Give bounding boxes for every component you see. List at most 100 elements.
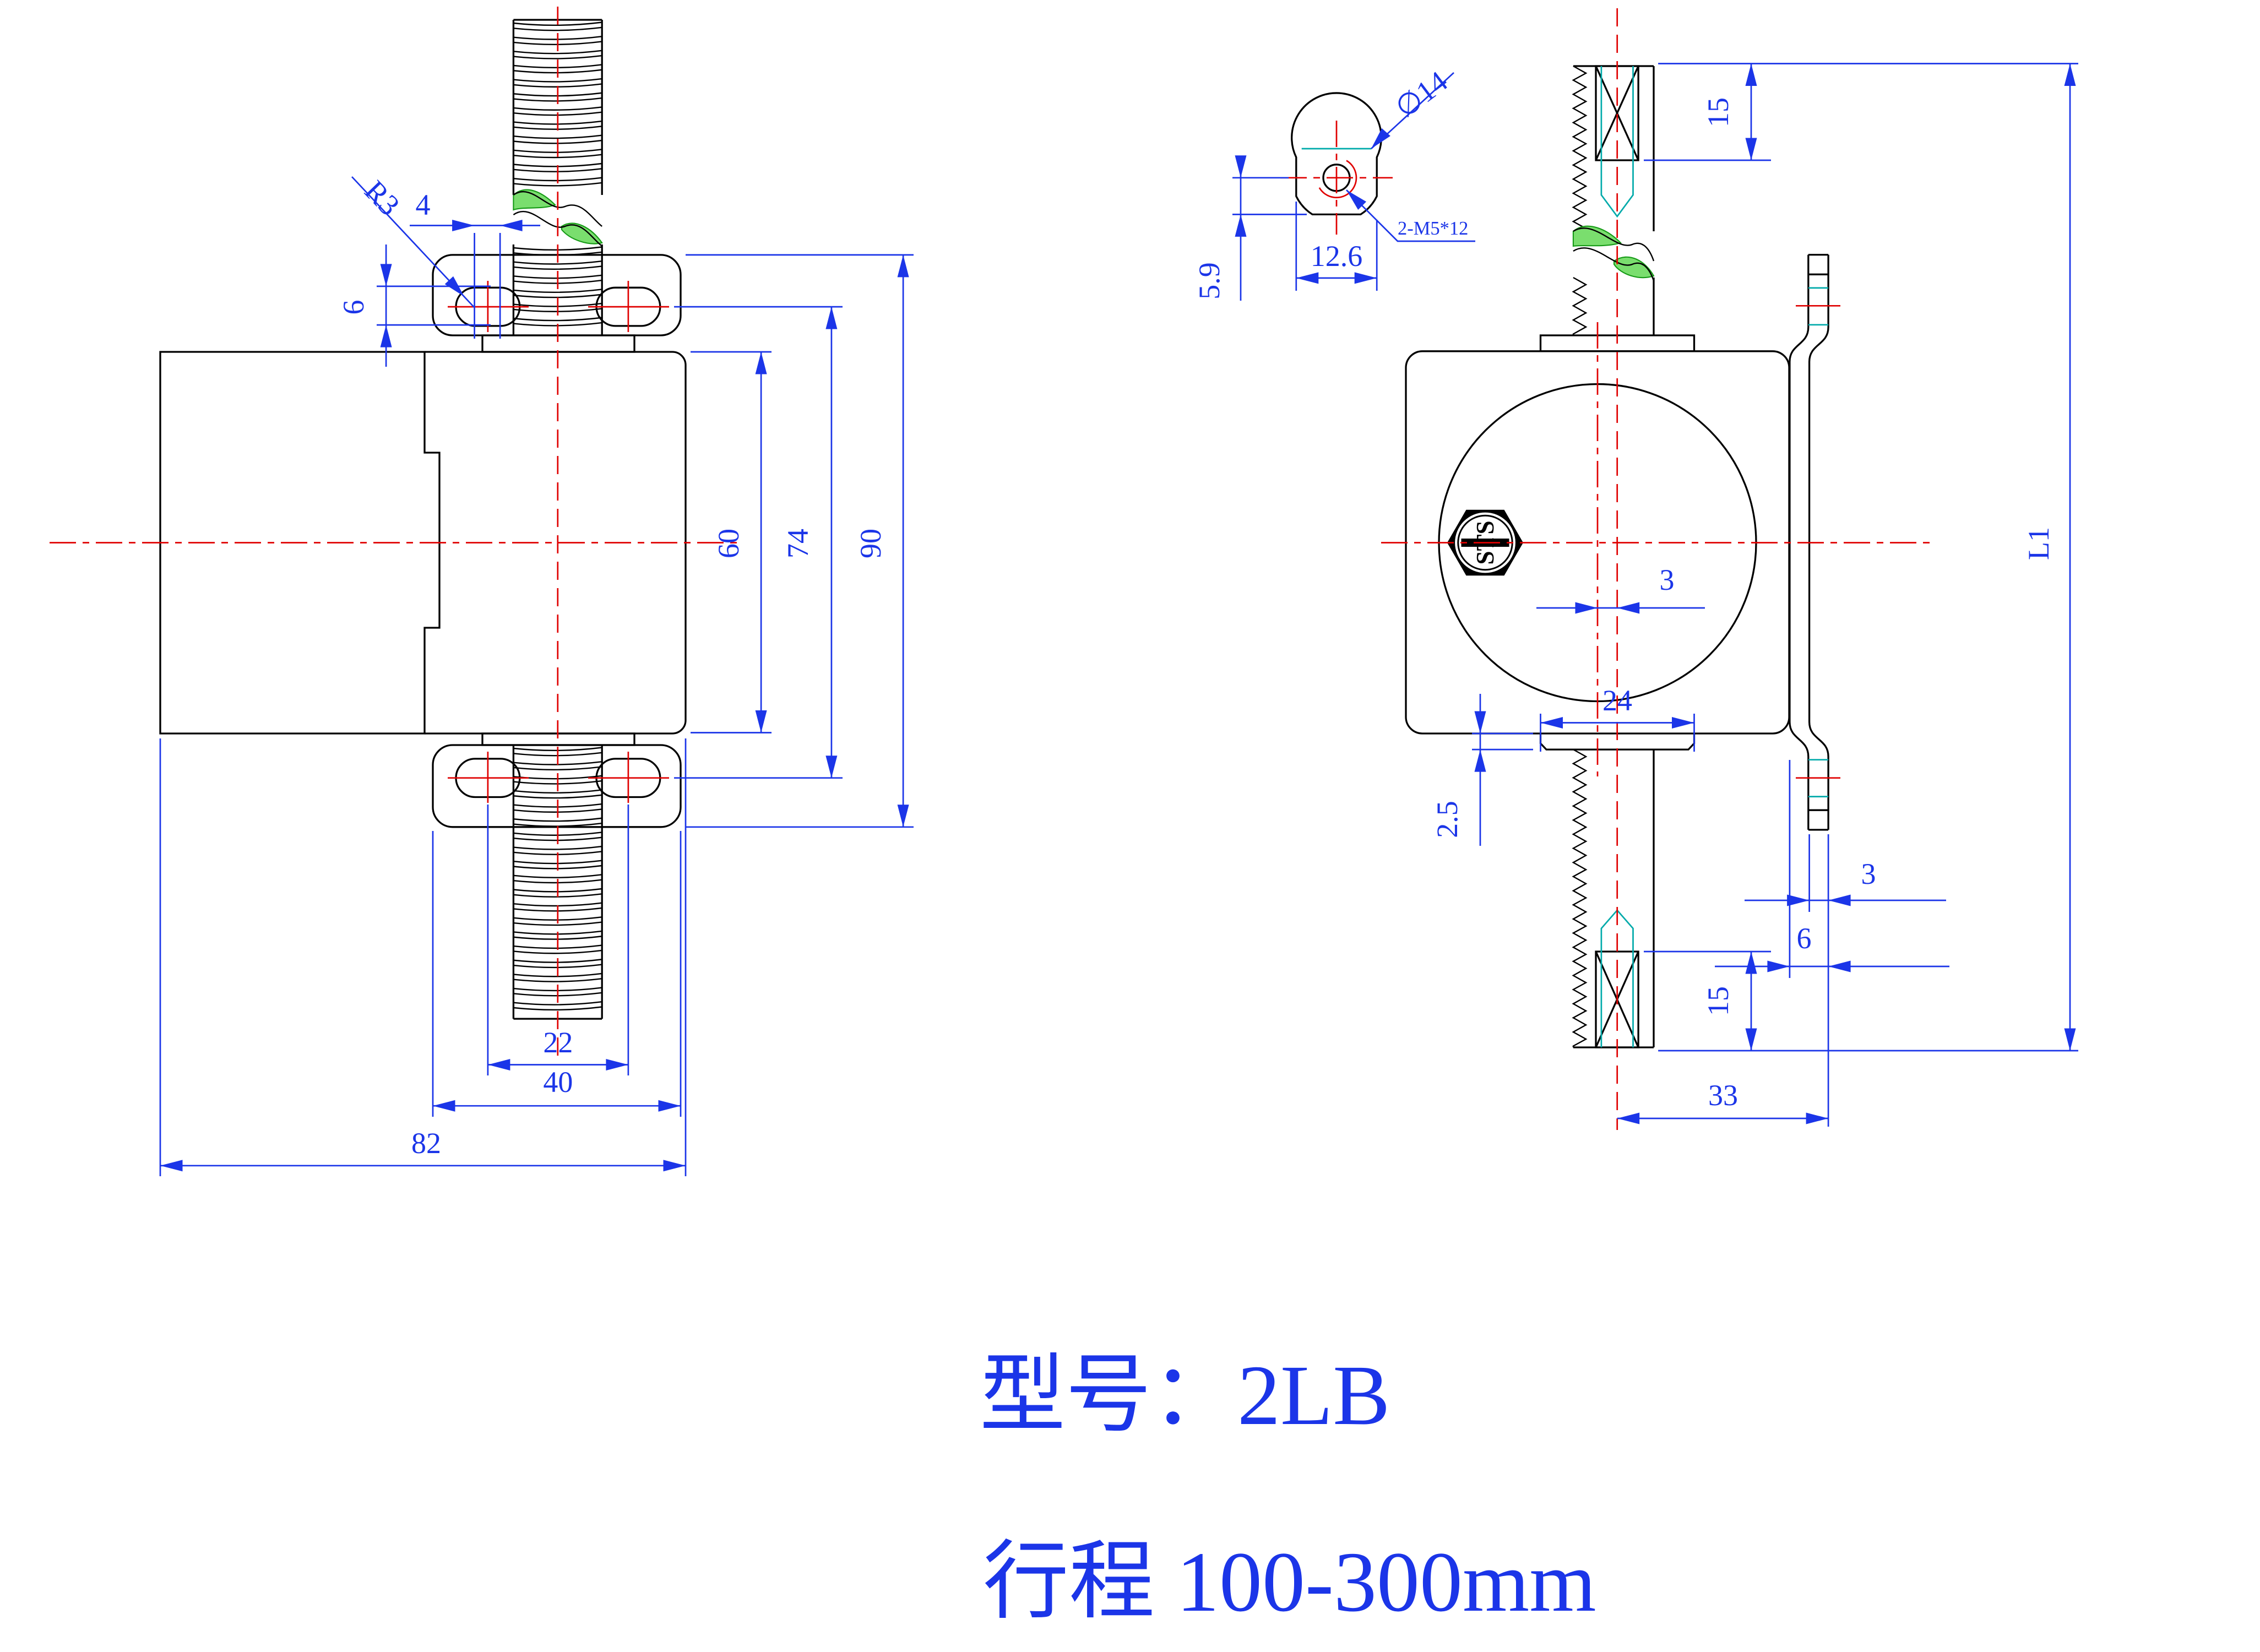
dimension-arrow	[1474, 749, 1486, 772]
dim-40-label: 40	[543, 1066, 573, 1099]
dimension-arrow	[755, 710, 767, 733]
side-centerlines	[1381, 8, 1933, 1130]
side-break-symbol	[1572, 225, 1655, 281]
dimension-arrow	[452, 220, 475, 231]
dim-5-9-label: 5.9	[1193, 262, 1226, 300]
dim-dia14-label: ∅14	[1389, 64, 1454, 124]
bracket-slot-bottom	[1808, 759, 1829, 797]
dim-15-top-label: 15	[1702, 97, 1735, 127]
dim-15-bottom: 15	[1644, 950, 1771, 1051]
dimension-arrow	[433, 1100, 455, 1112]
dim-3-offset-label: 3	[1660, 563, 1675, 596]
screw-end-outline	[1291, 92, 1382, 216]
dimension-arrow	[1828, 894, 1851, 906]
break-leaf	[561, 222, 603, 244]
dim-l1: L1	[1658, 63, 2078, 1052]
dim-33: 33	[1617, 978, 1829, 1127]
thread-zigzag	[1572, 276, 1588, 335]
front-break-symbol	[513, 189, 603, 247]
dim-6-bracket-label: 6	[1797, 922, 1812, 955]
dim-6-label: 6	[337, 300, 370, 315]
dimension-arrow	[1745, 1028, 1757, 1051]
dimension-arrow	[1354, 272, 1377, 284]
thread-zigzag	[1572, 749, 1588, 1047]
dimension-arrow	[825, 307, 838, 329]
dim-5-9: 5.9	[1193, 159, 1307, 301]
dim-22-label: 22	[543, 1026, 573, 1059]
thread-band	[513, 1001, 603, 1011]
thread-band	[513, 817, 603, 827]
detail-centerlines	[1280, 121, 1393, 235]
title-stroke: 行程 100-300mm	[983, 1534, 1596, 1629]
dim-60: 60	[691, 351, 772, 733]
bottom-flange-plate	[432, 744, 682, 828]
side-screw-threads	[1572, 65, 1588, 1047]
dimension-arrow	[500, 220, 523, 231]
dimension-arrow	[380, 264, 392, 286]
dimension-arrow	[663, 1160, 686, 1172]
side-view: STS 15 L1 3 24	[1381, 8, 2078, 1130]
break-leaf	[1613, 256, 1655, 279]
thread-band	[513, 289, 603, 298]
dimension-arrow	[2064, 63, 2076, 86]
dimension-arrow	[1474, 711, 1486, 733]
dim-6: 6	[337, 244, 491, 367]
dim-40: 40	[432, 831, 682, 1117]
title-model: 型号：2LB	[980, 1347, 1390, 1443]
dim-6-bracket: 6	[1715, 760, 1949, 978]
dimension-arrow	[897, 805, 909, 827]
dimension-arrow	[1235, 214, 1247, 237]
dim-74: 74	[674, 306, 843, 779]
dimension-arrow	[1235, 155, 1247, 178]
dim-m5-note-label: 2-M5*12	[1398, 218, 1468, 239]
thread-band	[513, 789, 603, 799]
dimension-arrow	[1745, 138, 1757, 160]
thread-band	[513, 972, 603, 982]
dimension-arrow	[1371, 128, 1390, 149]
dim-m5-note: 2-M5*12	[1346, 189, 1475, 242]
dim-24: 24	[1540, 684, 1695, 752]
bracket-slot-top	[1808, 287, 1829, 326]
top-flange-plate	[432, 254, 682, 336]
title-block: 型号：2LB 行程 100-300mm	[980, 1347, 1596, 1629]
dim-3-offset: 3	[1536, 563, 1705, 609]
dim-82: 82	[159, 738, 687, 1176]
tapped-hole-top	[1600, 66, 1634, 218]
motor-body	[159, 351, 441, 735]
break-leaf	[1572, 225, 1622, 247]
dim-33-label: 33	[1708, 1079, 1738, 1112]
dimension-arrow	[444, 276, 464, 297]
dimension-arrow	[487, 1059, 510, 1070]
dimension-arrow	[1806, 1112, 1829, 1124]
dim-2-5-label: 2.5	[1431, 801, 1464, 838]
dim-l1-label: L1	[2022, 527, 2055, 560]
dimension-arrow	[1617, 1112, 1640, 1124]
detail-view: 5.9 12.6 ∅14 2-M5*12	[1193, 64, 1475, 301]
slot-bottom-right	[595, 758, 661, 798]
gear-housing	[425, 351, 687, 735]
dimension-arrow	[1575, 602, 1598, 614]
dimension-arrow	[825, 756, 838, 778]
dimension-arrow	[2064, 1028, 2076, 1051]
dim-3-bracket-label: 3	[1861, 857, 1876, 890]
dimension-arrow	[1767, 960, 1790, 972]
thread-symbol-arc	[1318, 160, 1357, 199]
dim-15-top: 15	[1644, 63, 2078, 161]
dimension-arrow	[1540, 717, 1563, 729]
slot-top-right	[595, 286, 661, 327]
front-view: 4 6 R3 60 74 90	[50, 7, 914, 1176]
dimension-arrow	[1745, 952, 1757, 974]
slot-center-marks	[448, 281, 669, 803]
break-curve	[1573, 227, 1655, 262]
thread-band	[513, 78, 603, 88]
dimension-arrow	[1745, 63, 1757, 86]
dimension-arrow	[658, 1100, 681, 1112]
dimension-arrows	[160, 63, 2076, 1172]
side-dimensions: 15 L1 3 24 2.5 15	[1431, 63, 2078, 1127]
dimension-arrow	[1296, 272, 1319, 284]
break-leaf	[513, 189, 556, 211]
break-curve	[513, 191, 602, 227]
thread-zigzag	[1572, 65, 1588, 232]
dimension-arrow	[160, 1160, 183, 1172]
